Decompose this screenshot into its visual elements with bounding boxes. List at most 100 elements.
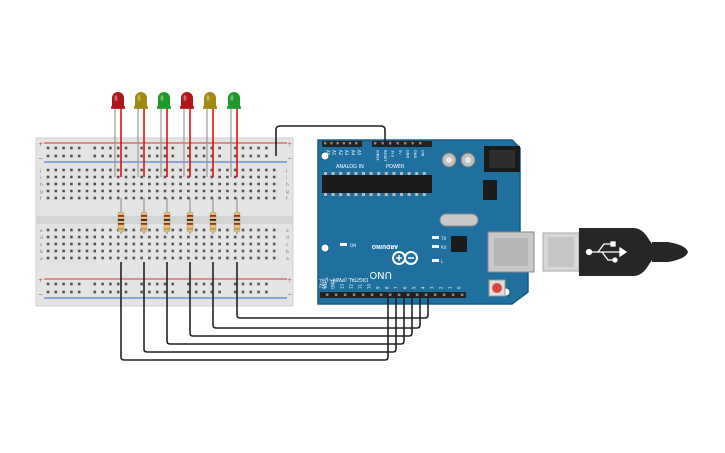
chip-pin [369, 193, 373, 196]
digital-pin-label: 7 [394, 286, 399, 289]
tx-label: TX [440, 236, 446, 241]
digital-label: DIGITAL (PWM~) [326, 276, 368, 282]
analog-pin-label: A4 [350, 150, 355, 156]
resistor-band [210, 219, 216, 221]
chip-pin [331, 193, 335, 196]
chip-pin [384, 193, 388, 196]
chip-pin [377, 172, 381, 175]
analog-pin-label: A5 [357, 150, 362, 156]
chip-pin [392, 172, 396, 175]
led-rim [111, 106, 125, 109]
chip-pin [400, 193, 403, 196]
digital-pin-label: 4 [421, 286, 426, 289]
resistor-band [234, 215, 240, 217]
resistor [140, 211, 148, 233]
power-pin-label: 5V [398, 150, 402, 155]
rail-sign: + [38, 277, 43, 284]
serial-label: RX←0 [324, 277, 328, 288]
uno-model: UNO [369, 269, 392, 280]
resistor-band [118, 223, 124, 225]
led-yellow [204, 92, 216, 108]
rail-sign: + [287, 277, 292, 284]
rx-label: RX [441, 245, 447, 250]
power-pin-label: RESET [383, 150, 387, 162]
row-letter: f [40, 196, 42, 202]
chip-pin [362, 172, 365, 175]
chip-pin [339, 193, 343, 196]
usb-icon [585, 241, 628, 263]
analog-pin-label: A2 [338, 150, 343, 156]
row-letter: f [286, 196, 288, 202]
led-rim [227, 106, 241, 109]
pin-hole [411, 142, 414, 145]
led-yellow [135, 92, 147, 108]
pin-hole [460, 293, 464, 297]
power-pin-label: GND [413, 150, 417, 158]
resistor-band [141, 215, 147, 217]
chip-pin [362, 193, 365, 196]
row-letter: a [286, 257, 289, 262]
chip-pin [346, 172, 350, 175]
pin-hole [379, 293, 383, 297]
row-letter: e [40, 229, 43, 234]
pin-hole [397, 293, 401, 297]
digital-pin-label: 13 [340, 283, 345, 289]
jumper-wire [120, 262, 389, 361]
rail-sign: − [287, 291, 292, 298]
resistor-band [187, 223, 193, 225]
row-letter: b [40, 249, 43, 255]
usb-chip [451, 236, 467, 252]
jumper-wire [143, 262, 397, 353]
row-letter: e [286, 229, 289, 234]
power-header[interactable] [372, 141, 432, 147]
resistor-band [187, 219, 193, 221]
rail-sign: − [38, 155, 43, 162]
row-letter: g [40, 190, 43, 195]
power-label: POWER [386, 164, 405, 170]
digital-pin-label: 5 [412, 286, 417, 289]
chip-pin [377, 193, 381, 196]
pin-hole [336, 142, 339, 145]
pin-hole [424, 293, 428, 297]
pin-hole [451, 293, 455, 297]
chip-pin [324, 172, 327, 175]
led-rim [180, 106, 194, 109]
rail-sign: − [287, 155, 292, 162]
led-red [112, 92, 124, 108]
chip-pin [354, 193, 358, 196]
crystal-oscillator [439, 213, 479, 227]
pin-hole [406, 293, 410, 297]
digital-pin-label: 2 [439, 286, 444, 289]
jumper-wires[interactable] [120, 125, 429, 361]
led-highlight [160, 95, 164, 101]
pin-hole [415, 293, 419, 297]
pin-hole [442, 293, 446, 297]
resistor [117, 211, 125, 233]
digital-pin-label: 10 [367, 283, 372, 289]
usb-cable[interactable] [542, 228, 688, 276]
power-pin-label: VIN [421, 150, 425, 157]
resistor-band [164, 223, 170, 225]
pin-hole [374, 142, 377, 145]
digital-pin-label: 6 [403, 286, 408, 289]
row-letter: a [40, 257, 43, 262]
pin-hole [324, 142, 327, 145]
leds [111, 92, 241, 177]
chip-pin [422, 193, 426, 196]
digital-pin-label: 9 [376, 286, 381, 289]
row-letter: b [286, 249, 289, 255]
jumper-wire [189, 262, 413, 337]
pin-hole [355, 142, 358, 145]
on-label: ON [350, 243, 356, 248]
digital-header[interactable] [320, 292, 466, 298]
analog-header[interactable] [322, 141, 362, 147]
digital-pin-label: 12 [349, 283, 354, 289]
resistor-band [118, 228, 124, 230]
resistor-band [210, 215, 216, 217]
l-label: L [441, 259, 444, 264]
digital-pin-label: 8 [385, 286, 390, 289]
resistor [233, 211, 241, 233]
